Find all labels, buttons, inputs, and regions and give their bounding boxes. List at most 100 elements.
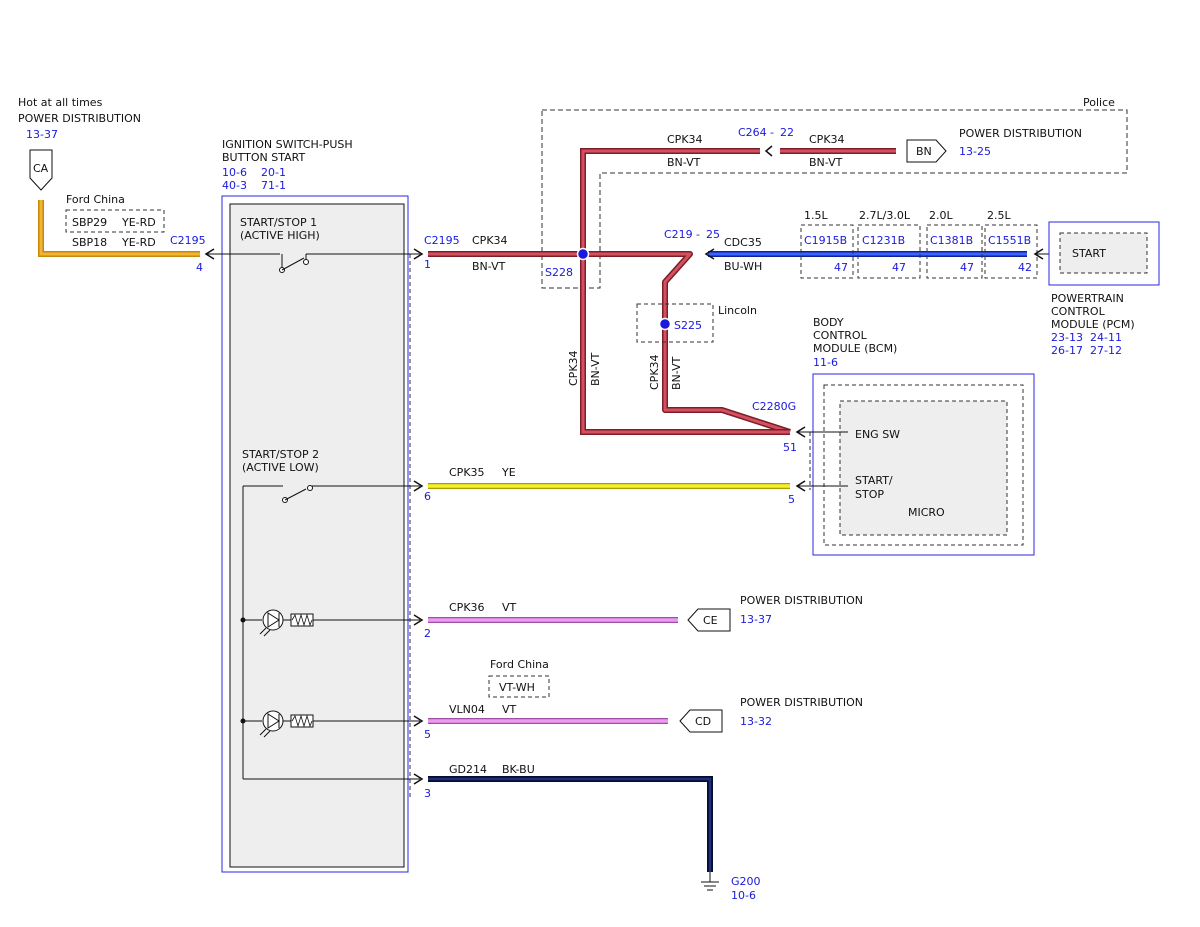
vertical-2-circuit: CPK34	[648, 354, 661, 390]
ground-ref: 10-6	[731, 889, 756, 902]
pcm-wire-circuit: CDC35	[724, 236, 762, 249]
cd-tag-text: CD	[695, 715, 711, 728]
pcm-ref-1: 23-13	[1051, 331, 1083, 344]
variant-4-box	[984, 224, 1038, 279]
led2-resistor-zigzag	[291, 714, 313, 728]
ye-rd-color: YE-RD	[121, 236, 156, 249]
pcm-ref-4: 27-12	[1090, 344, 1122, 357]
ss1-arrow-left	[204, 248, 215, 260]
switch-ref-3: 40-3	[222, 179, 247, 192]
ford-china-bottom-box	[488, 675, 550, 698]
police-color-a: BN-VT	[667, 156, 701, 169]
vertical-2-color: BN-VT	[670, 356, 683, 390]
ford-china-alt-color: YE-RD	[121, 216, 156, 229]
ground-label: G200	[731, 875, 761, 888]
police-dest-ref: 13-25	[959, 145, 991, 158]
c219-arrow	[704, 248, 715, 260]
variant-2-box	[857, 224, 921, 279]
pcm-name-1: POWERTRAIN	[1051, 292, 1124, 305]
variant-1-engine: 1.5L	[804, 209, 828, 222]
ss2-label-a: START/STOP 2	[242, 448, 319, 461]
wire-bk-bu-core	[428, 777, 712, 872]
bcm-pin-top: 51	[783, 441, 797, 454]
variant-3-engine: 2.0L	[929, 209, 953, 222]
led1-dest: POWER DISTRIBUTION	[740, 594, 863, 607]
bcm-name-2: CONTROL	[813, 329, 868, 342]
police-circuit-a: CPK34	[667, 133, 703, 146]
ca-connector-tag	[29, 149, 53, 191]
ce-connector-tag	[687, 608, 731, 632]
ss1-label-a: START/STOP 1	[240, 216, 317, 229]
splice-s228	[576, 247, 590, 261]
led2-symbol	[262, 710, 284, 732]
pcm-wire-color: BU-WH	[724, 260, 762, 273]
led2-diode	[267, 713, 280, 729]
switch-ref-1: 10-6	[222, 166, 247, 179]
led2-wire-pin: 5	[424, 728, 431, 741]
ce-tag-text: CE	[703, 614, 718, 627]
ss2-wire-color: YE	[501, 466, 516, 479]
switch-title-2: BUTTON START	[222, 151, 305, 164]
ford-china-top-label: Ford China	[66, 193, 125, 206]
c264-connector: C264	[738, 126, 767, 139]
pcm-ref-2: 24-11	[1090, 331, 1122, 344]
bcm-connector: C2280G	[752, 400, 796, 413]
variant-2-pin: 47	[892, 261, 906, 274]
c2195-right-connector: C2195	[424, 234, 460, 247]
pcm-signal: START	[1072, 247, 1106, 260]
led2-dest-ref: 13-32	[740, 715, 772, 728]
variant-1-connector: C1915B	[804, 234, 847, 247]
main-wire-circuit: CPK34	[472, 234, 508, 247]
ss1-label-b: (ACTIVE HIGH)	[240, 229, 320, 242]
ground-wire-color: BK-BU	[502, 763, 535, 776]
c219-connector: C219	[664, 228, 693, 241]
variant-2-connector: C1231B	[862, 234, 905, 247]
ca-tag-text: CA	[33, 162, 49, 175]
wire-bn-vt-main	[428, 251, 791, 435]
bcm-eng-sw-arrow	[795, 426, 806, 438]
variant-1-pin: 47	[834, 261, 848, 274]
wire-bn-vt-police-core	[581, 149, 896, 254]
led2-junction	[240, 718, 246, 724]
pcm-module-inner	[1059, 232, 1148, 274]
bcm-ref: 11-6	[813, 356, 838, 369]
source-label-2: POWER DISTRIBUTION	[18, 112, 141, 125]
pcm-name-2: CONTROL	[1051, 305, 1106, 318]
bcm-sig-eng-sw: ENG SW	[855, 428, 900, 441]
ground-symbol-icon	[701, 872, 719, 891]
c2195-left-pin: 4	[196, 261, 203, 274]
c219-pin: 25	[706, 228, 720, 241]
led2-emission	[259, 728, 271, 738]
led2-wire-color: VT	[502, 703, 517, 716]
wire-bk-bu	[428, 776, 713, 872]
ss1-contact-b	[303, 259, 309, 265]
police-circuit-b: CPK34	[809, 133, 845, 146]
source-label-1: Hot at all times	[18, 96, 103, 109]
switch-ref-2: 20-1	[261, 166, 286, 179]
ford-china-bottom-color: VT-WH	[499, 681, 535, 694]
led1-wire-pin: 2	[424, 627, 431, 640]
vertical-1-circuit: CPK34	[567, 350, 580, 386]
c2195-left-connector: C2195	[170, 234, 206, 247]
switch-module-outer	[221, 195, 409, 873]
splice-s228-label: S228	[545, 266, 573, 279]
led1-emission	[259, 627, 271, 637]
police-dest: POWER DISTRIBUTION	[959, 127, 1082, 140]
c264-pin: 22	[780, 126, 794, 139]
bcm-sig-start-stop-a: START/	[855, 474, 893, 487]
ss2-arrow	[413, 480, 424, 492]
bcm-micro: MICRO	[908, 506, 945, 519]
splice-s225-label: S225	[674, 319, 702, 332]
variant-2-engine: 2.7L/3.0L	[859, 209, 911, 222]
ss2-label-b: (ACTIVE LOW)	[242, 461, 319, 474]
switch-title-1: IGNITION SWITCH-PUSH	[222, 138, 353, 151]
source-ref: 13-37	[26, 128, 58, 141]
ground-arrow	[413, 773, 424, 785]
police-color-b: BN-VT	[809, 156, 843, 169]
variant-3-connector: C1381B	[930, 234, 973, 247]
bcm-start-stop-arrow	[795, 480, 806, 492]
ground-wire-circuit: GD214	[449, 763, 487, 776]
police-label: Police	[1083, 96, 1115, 109]
bcm-micro-box	[839, 400, 1008, 536]
